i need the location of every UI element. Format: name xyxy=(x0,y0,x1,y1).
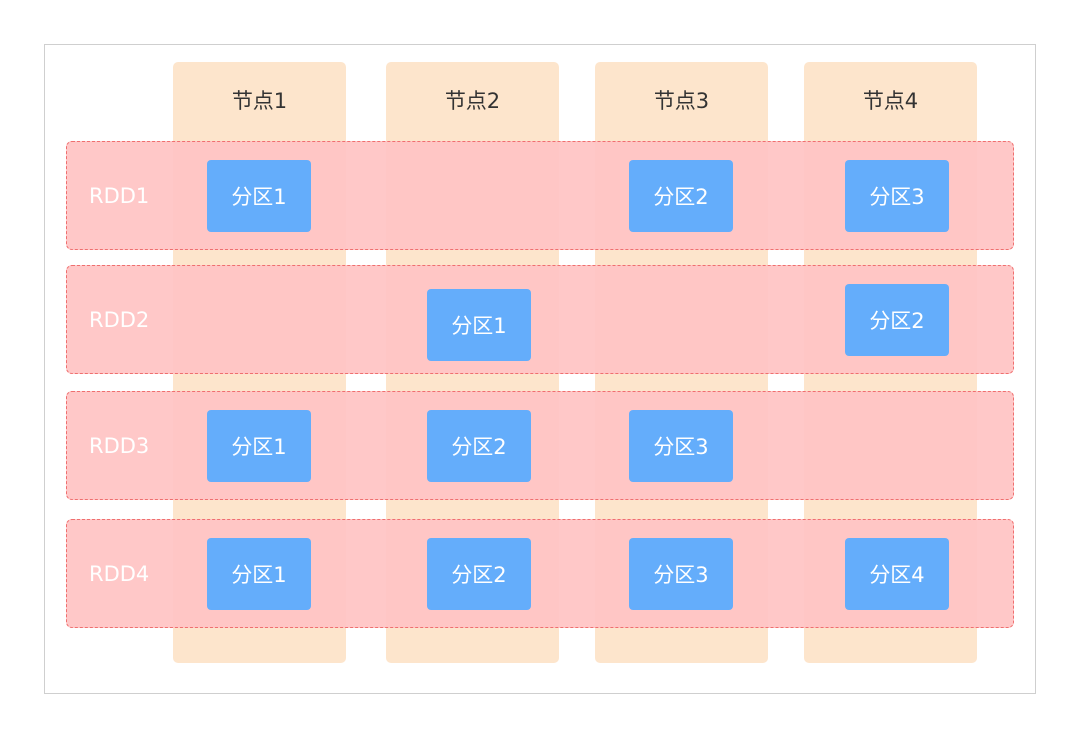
partition-box: 分区3 xyxy=(629,410,733,482)
partition-box: 分区1 xyxy=(427,289,531,361)
partition-box: 分区3 xyxy=(629,538,733,610)
node-label: 节点1 xyxy=(231,89,288,113)
partition-box: 分区1 xyxy=(207,410,311,482)
node-label: 节点2 xyxy=(444,89,501,113)
partition-box: 分区3 xyxy=(845,160,949,232)
partition-box: 分区4 xyxy=(845,538,949,610)
rdd-label: RDD2 xyxy=(89,307,150,332)
node-label: 节点3 xyxy=(653,89,710,113)
partition-box: 分区2 xyxy=(427,410,531,482)
rdd-label: RDD4 xyxy=(89,561,150,586)
partition-box: 分区2 xyxy=(845,284,949,356)
partition-box: 分区1 xyxy=(207,538,311,610)
partition-box: 分区2 xyxy=(427,538,531,610)
partition-box: 分区1 xyxy=(207,160,311,232)
rdd-label: RDD1 xyxy=(89,183,150,208)
rdd-label: RDD3 xyxy=(89,433,150,458)
partition-box: 分区2 xyxy=(629,160,733,232)
node-label: 节点4 xyxy=(862,89,919,113)
